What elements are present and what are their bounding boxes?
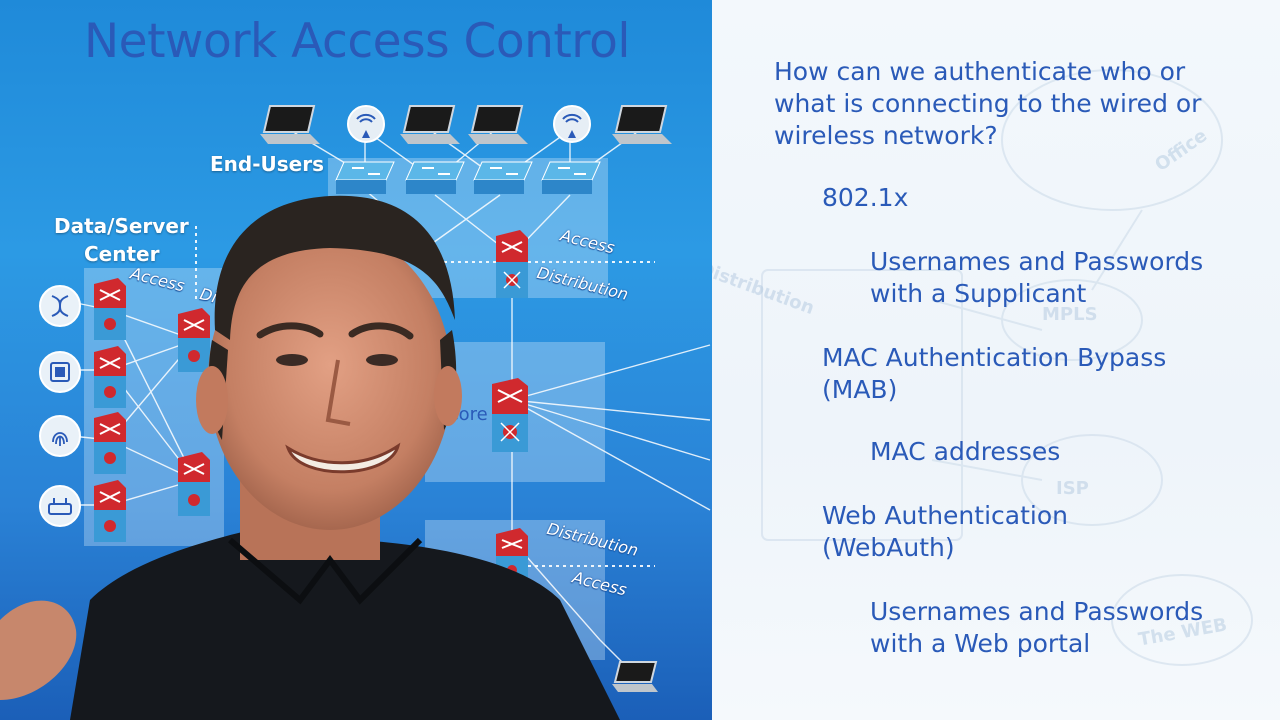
bullet-webauth-line2: (WebAuth) <box>822 532 955 564</box>
question-line-2: what is connecting to the wired or <box>774 88 1201 120</box>
question-line-1: How can we authenticate who or <box>774 56 1185 88</box>
text-panel: Office MPLS ISP The WEB Distribution How… <box>712 0 1280 720</box>
sub-bullet-supplicant-line1: Usernames and Passwords <box>870 246 1203 278</box>
bullet-mab-line1: MAC Authentication Bypass <box>822 342 1166 374</box>
sub-bullet-supplicant-line2: with a Supplicant <box>870 278 1086 310</box>
presenter-figure <box>0 0 712 720</box>
sub-bullet-mac-addresses: MAC addresses <box>870 436 1060 468</box>
ghost-isp-label: ISP <box>1056 478 1089 499</box>
bullet-8021x: 802.1x <box>822 182 908 214</box>
question-line-3: wireless network? <box>774 120 998 152</box>
bullet-webauth-line1: Web Authentication <box>822 500 1068 532</box>
network-diagram-panel: Network Access Control End-Users Data/Se… <box>0 0 712 720</box>
sub-bullet-web-portal-line2: with a Web portal <box>870 628 1090 660</box>
bullet-mab-line2: (MAB) <box>822 374 897 406</box>
sub-bullet-web-portal-line1: Usernames and Passwords <box>870 596 1203 628</box>
